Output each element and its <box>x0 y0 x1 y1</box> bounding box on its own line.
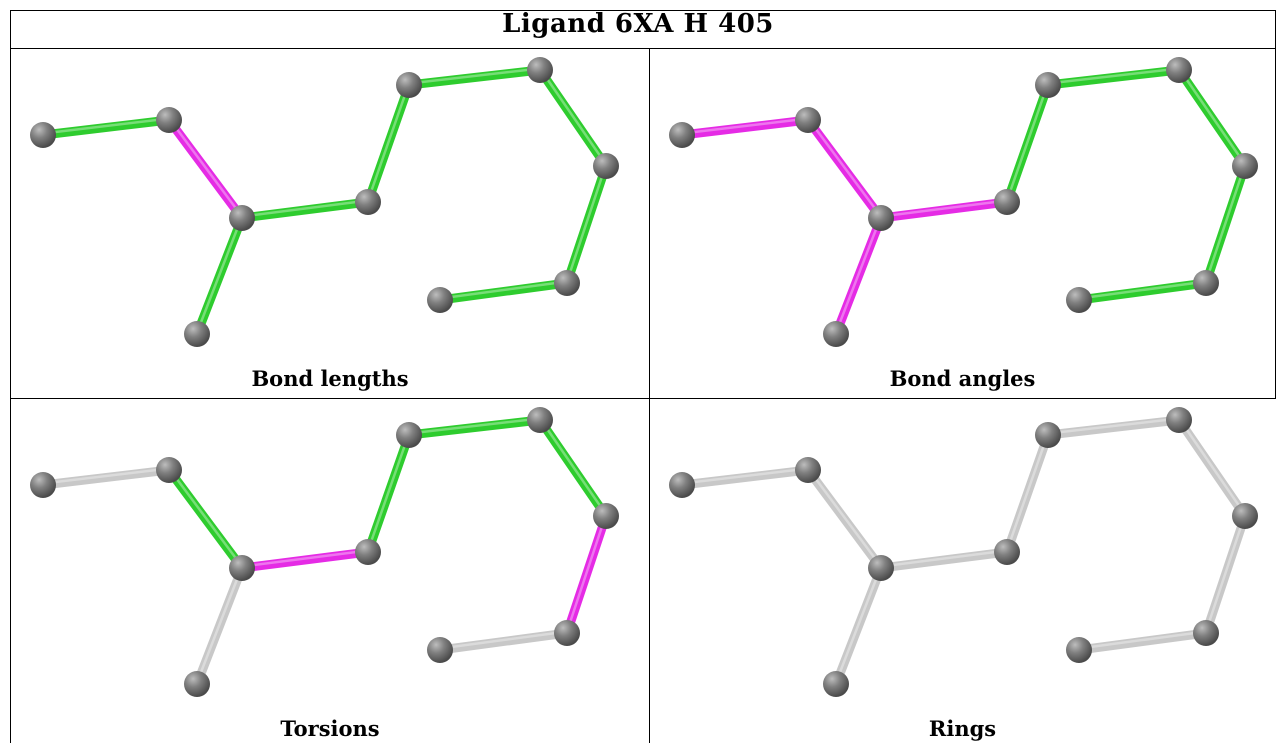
atom-a9 <box>1193 270 1219 296</box>
bond-a7-a8 <box>535 65 611 171</box>
atom-a5 <box>355 189 381 215</box>
caption-bond-lengths: Bond lengths <box>251 366 409 391</box>
atom-a4 <box>823 671 849 697</box>
atom-a3 <box>868 555 894 581</box>
atom-a7 <box>527 57 553 83</box>
bond-a1-a2 <box>38 465 174 490</box>
atom-a4 <box>823 321 849 347</box>
bond-a6-a7 <box>404 415 545 440</box>
bond-a6-a7 <box>1043 415 1184 440</box>
border-left <box>10 10 11 743</box>
atom-a5 <box>994 189 1020 215</box>
bond-a3-a5 <box>876 547 1012 573</box>
bond-a3-a5 <box>237 547 373 573</box>
atom-a5 <box>355 539 381 565</box>
panel-torsions <box>30 407 619 697</box>
bond-a3-a4 <box>831 213 886 339</box>
panel-bond-angles <box>669 57 1258 347</box>
atom-a1 <box>669 122 695 148</box>
bond-a3-a5 <box>876 197 1012 223</box>
atom-a6 <box>1035 422 1061 448</box>
atom-a10 <box>1066 637 1092 663</box>
atom-a2 <box>795 107 821 133</box>
divider-vertical <box>649 48 650 743</box>
atom-a7 <box>1166 57 1192 83</box>
atom-a8 <box>1232 503 1258 529</box>
bond-a3-a5 <box>237 197 373 223</box>
atom-a9 <box>554 620 580 646</box>
figure-title: Ligand 6XA H 405 <box>502 9 774 39</box>
atom-a8 <box>1232 153 1258 179</box>
bond-a2-a3 <box>164 115 247 223</box>
bond-a1-a2 <box>677 465 813 490</box>
panel-rings <box>669 407 1258 697</box>
atom-a7 <box>527 407 553 433</box>
atom-a8 <box>593 153 619 179</box>
bond-a6-a7 <box>404 65 545 90</box>
divider-title <box>10 48 1276 49</box>
atom-a6 <box>1035 72 1061 98</box>
atom-a3 <box>229 555 255 581</box>
bond-a8-a9 <box>1201 511 1250 638</box>
atom-a2 <box>156 457 182 483</box>
bond-a7-a8 <box>1174 65 1250 171</box>
atom-a1 <box>30 122 56 148</box>
caption-rings: Rings <box>928 716 997 741</box>
atom-a1 <box>669 472 695 498</box>
bond-a3-a4 <box>831 563 886 689</box>
bond-a2-a3 <box>803 115 886 223</box>
bond-a3-a4 <box>192 213 247 339</box>
bond-a8-a9 <box>1201 161 1250 288</box>
bond-a7-a8 <box>1174 415 1250 521</box>
bond-a8-a9 <box>562 511 611 638</box>
caption-bond-angles: Bond angles <box>889 366 1036 391</box>
atom-a7 <box>1166 407 1192 433</box>
bond-a9-a10 <box>435 278 572 305</box>
bond-a6-a7 <box>1043 65 1184 90</box>
atom-a6 <box>396 422 422 448</box>
bond-a7-a8 <box>535 415 611 521</box>
atom-a2 <box>795 457 821 483</box>
atom-a4 <box>184 321 210 347</box>
bond-a8-a9 <box>562 161 611 288</box>
atom-a9 <box>554 270 580 296</box>
bond-a1-a2 <box>38 115 174 140</box>
atom-a6 <box>396 72 422 98</box>
atom-a3 <box>229 205 255 231</box>
atom-a10 <box>1066 287 1092 313</box>
atom-a4 <box>184 671 210 697</box>
bond-a5-a6 <box>363 80 414 207</box>
atom-a5 <box>994 539 1020 565</box>
panel-bond-lengths <box>30 57 619 347</box>
bond-a1-a2 <box>677 115 813 140</box>
atom-a10 <box>427 287 453 313</box>
atom-a8 <box>593 503 619 529</box>
bond-a3-a4 <box>192 563 247 689</box>
atom-a10 <box>427 637 453 663</box>
atom-a3 <box>868 205 894 231</box>
divider-middle <box>10 398 1276 399</box>
bond-a9-a10 <box>1074 278 1211 305</box>
caption-torsions: Torsions <box>280 716 380 741</box>
bond-a5-a6 <box>1002 80 1053 207</box>
border-top <box>10 10 1276 11</box>
bond-a2-a3 <box>803 465 886 573</box>
atom-a2 <box>156 107 182 133</box>
atom-a9 <box>1193 620 1219 646</box>
bond-a5-a6 <box>363 430 414 557</box>
bond-a9-a10 <box>1074 628 1211 655</box>
bond-a5-a6 <box>1002 430 1053 557</box>
bond-a9-a10 <box>435 628 572 655</box>
bond-a2-a3 <box>164 465 247 573</box>
atom-a1 <box>30 472 56 498</box>
